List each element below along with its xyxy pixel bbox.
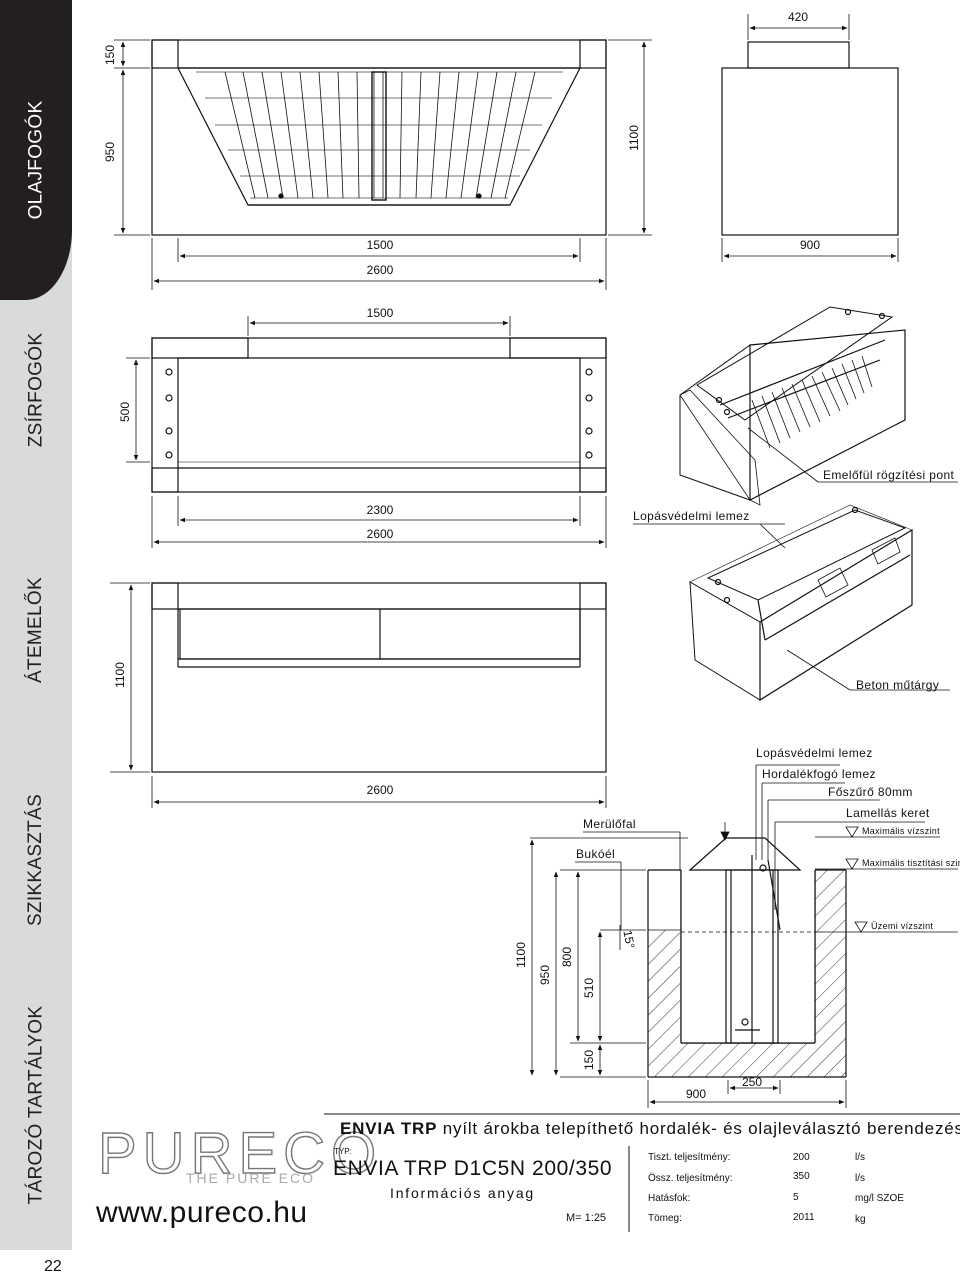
dim-cross-angle: 15° (620, 929, 637, 950)
spec-label: Tömeg: (648, 1213, 682, 1224)
dim-front-height-total: 1100 (627, 125, 641, 151)
pureco-logo: PURECO (97, 1120, 383, 1186)
label-concrete: Beton műtárgy (856, 678, 939, 692)
dim-front-width-inner: 1500 (367, 238, 394, 252)
dim-top-depth: 500 (118, 402, 132, 422)
dim-top-width-total: 2600 (367, 527, 394, 541)
info-label: Információs anyag (390, 1185, 535, 1201)
brand-name: ENVIA TRP (340, 1119, 438, 1138)
dim-section-height: 1100 (113, 662, 127, 688)
dim-front-width-total: 2600 (367, 263, 394, 277)
cross-section-view (647, 837, 847, 1078)
footer-divider (324, 1113, 960, 1115)
dim-front-height-main: 950 (103, 142, 117, 162)
side-view (721, 41, 899, 236)
label-sediment-plate: Hordalékfogó lemez (762, 767, 876, 781)
spec-unit: l/s (855, 1152, 865, 1163)
dim-cross-510: 510 (582, 978, 596, 998)
label-main-filter: Főszűrő 80mm (828, 785, 913, 799)
sidebar-active-background (0, 0, 72, 300)
label-lamella-frame: Lamellás keret (846, 806, 930, 820)
dim-cross-1100: 1100 (514, 942, 528, 968)
label-overflow-edge: Bukóél (576, 847, 615, 861)
dim-front-height-top: 150 (103, 45, 117, 65)
dim-cross-900: 900 (686, 1087, 706, 1101)
dim-cross-800: 800 (560, 947, 574, 967)
label-protective-plate-1: Lopásvédelmi lemez (633, 509, 750, 523)
dim-top-width-mid: 2300 (367, 503, 394, 517)
dim-side-width-total: 900 (800, 238, 820, 252)
dim-side-width-top: 420 (788, 10, 808, 24)
label-operating-level: Üzemi vízszint (871, 921, 933, 931)
page-number: 22 (44, 1258, 62, 1275)
product-line: ENVIA TRP nyílt árokba telepíthető horda… (340, 1119, 960, 1139)
typ-label: TYP: (334, 1147, 352, 1156)
spec-label: Hatásfok: (648, 1193, 691, 1204)
spec-value: 200 (793, 1152, 810, 1163)
section-view (151, 582, 607, 773)
label-protective-plate-2: Lopásvédelmi lemez (756, 746, 873, 760)
spec-label: Tiszt. teljesítmény: (648, 1152, 731, 1163)
dim-section-width: 2600 (367, 783, 394, 797)
isometric-view-2 (689, 504, 913, 702)
label-immersion-wall: Merülőfal (583, 817, 636, 831)
label-lifting-ear: Emelőfül rögzítési pont (823, 468, 955, 482)
spec-value: 350 (793, 1171, 810, 1182)
spec-value: 5 (793, 1192, 799, 1203)
isometric-view-1 (679, 306, 906, 506)
spec-divider (628, 1146, 630, 1232)
logo-subtitle: THE PURE ECO (186, 1170, 316, 1186)
front-view (151, 39, 607, 236)
spec-unit: mg/l SZOE (855, 1193, 904, 1204)
dim-top-width-inner: 1500 (367, 306, 394, 320)
spec-unit: l/s (855, 1173, 865, 1184)
product-description: nyílt árokba telepíthető hordalék- és ol… (437, 1119, 960, 1138)
sidebar: OLAJFOGÓK ZSÍRFOGÓK ÁTEMELŐK SZIKKASZTÁS… (0, 0, 72, 1250)
label-max-water: Maximális vízszint (862, 826, 940, 836)
top-view (151, 337, 607, 493)
spec-label: Össz. teljesítmény: (648, 1173, 733, 1184)
model-name: ENVIA TRP D1C5N 200/350 (333, 1157, 613, 1180)
scale-label: M= 1:25 (566, 1212, 607, 1224)
spec-unit: kg (855, 1214, 866, 1225)
label-max-clean: Maximális tisztítási szint (862, 858, 960, 868)
spec-value: 2011 (793, 1212, 815, 1223)
dim-cross-950: 950 (538, 965, 552, 985)
dim-cross-250: 250 (742, 1075, 762, 1089)
dim-cross-150: 150 (582, 1050, 596, 1070)
technical-drawing: 1500 2600 150 950 1100 420 900 1500 500 … (103, 10, 960, 1108)
website-link[interactable]: www.pureco.hu (96, 1196, 308, 1229)
